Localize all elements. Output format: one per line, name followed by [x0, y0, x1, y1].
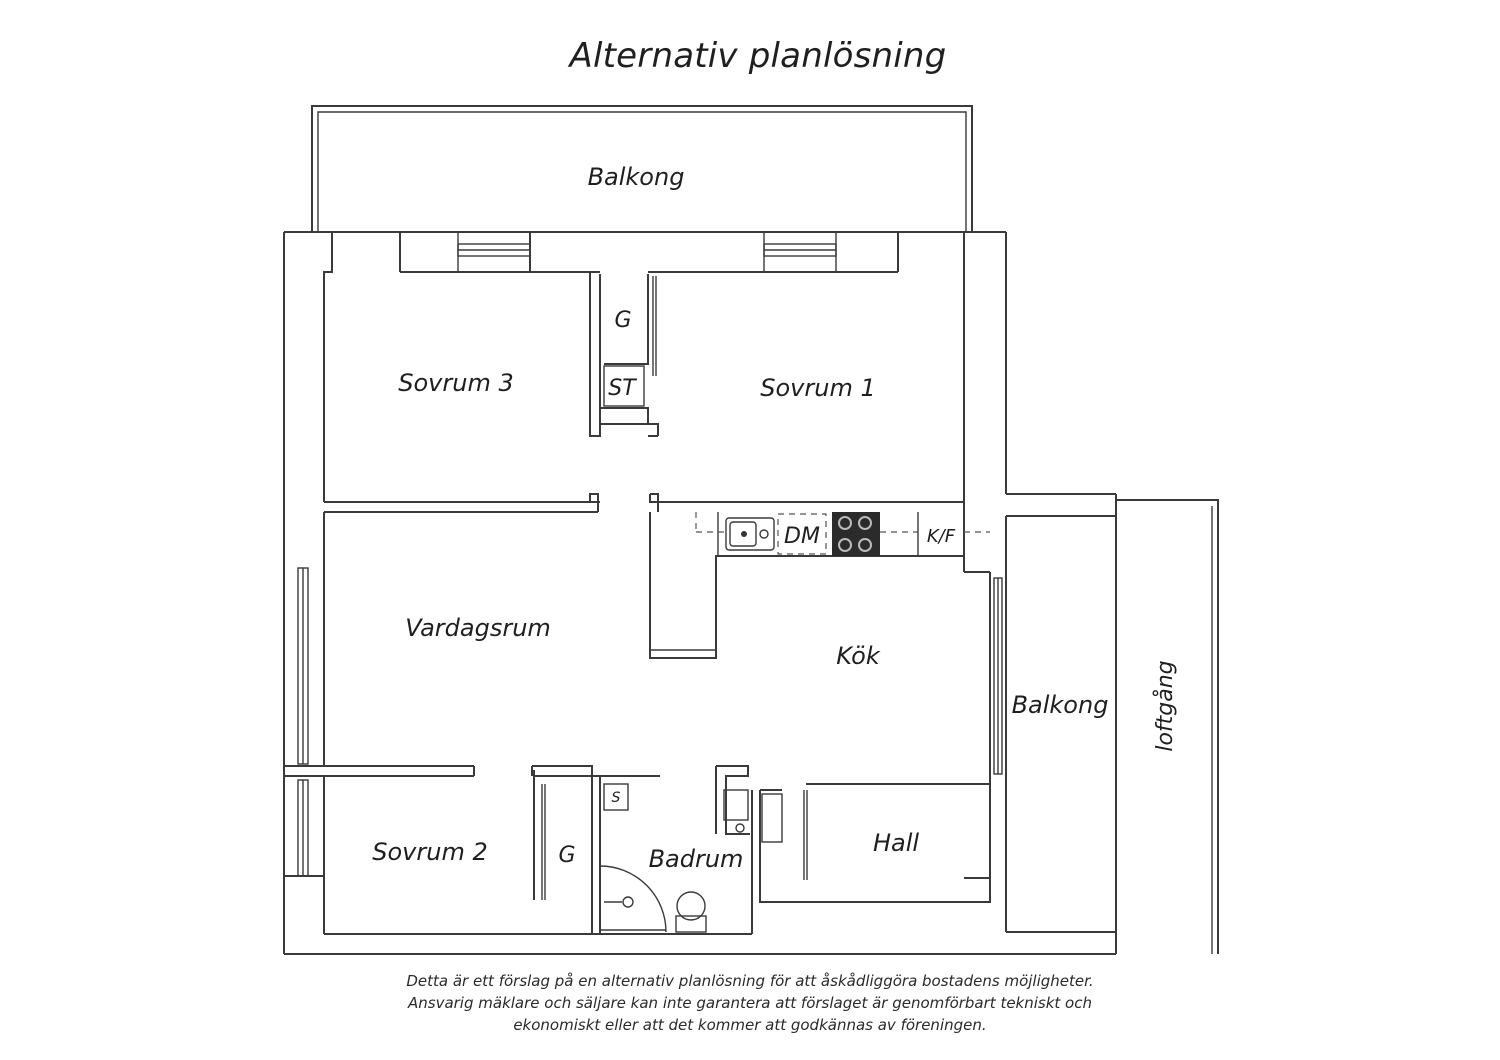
label-loftgang: loftgång [1152, 660, 1178, 751]
label-sovrum2: Sovrum 2 [372, 838, 487, 866]
outer-walls [283, 231, 1117, 955]
window-top-right [763, 232, 837, 272]
label-dm: DM [784, 524, 820, 549]
loftgang-railing [1116, 499, 1219, 954]
label-g-bottom: G [558, 843, 575, 868]
label-kok: Kök [836, 642, 881, 670]
closet-block-top [589, 271, 660, 437]
label-badrum: Badrum [649, 845, 744, 873]
label-balkong-top: Balkong [588, 163, 685, 191]
label-hall: Hall [873, 829, 919, 857]
label-sovrum3: Sovrum 3 [398, 369, 513, 397]
plan-title: Alternativ planlösning [569, 36, 947, 76]
kitchen-counter [649, 512, 990, 659]
disclaimer-line: ekonomiskt eller att det kommer att godk… [513, 1016, 987, 1034]
disclaimer-line: Detta är ett förslag på en alternativ pl… [406, 972, 1094, 990]
balcony-top [311, 105, 973, 232]
mid-wall [323, 493, 964, 766]
top-inner-wall [323, 232, 990, 573]
label-vardagsrum: Vardagsrum [405, 614, 551, 642]
label-s: S [612, 790, 621, 806]
window-top-left [457, 232, 531, 272]
label-sovrum1: Sovrum 1 [760, 374, 875, 402]
right-inner-wall [989, 515, 1116, 933]
disclaimer-line: Ansvarig mäklare och säljare kan inte ga… [407, 994, 1092, 1012]
label-kf: K/F [927, 526, 956, 547]
window-left [284, 567, 752, 935]
bottom-partitions [531, 765, 991, 934]
label-g-top: G [614, 308, 631, 333]
disclaimer: Detta är ett förslag på en alternativ pl… [300, 970, 1200, 1036]
label-balkong-right: Balkong [1012, 691, 1109, 719]
label-st: ST [608, 376, 637, 401]
